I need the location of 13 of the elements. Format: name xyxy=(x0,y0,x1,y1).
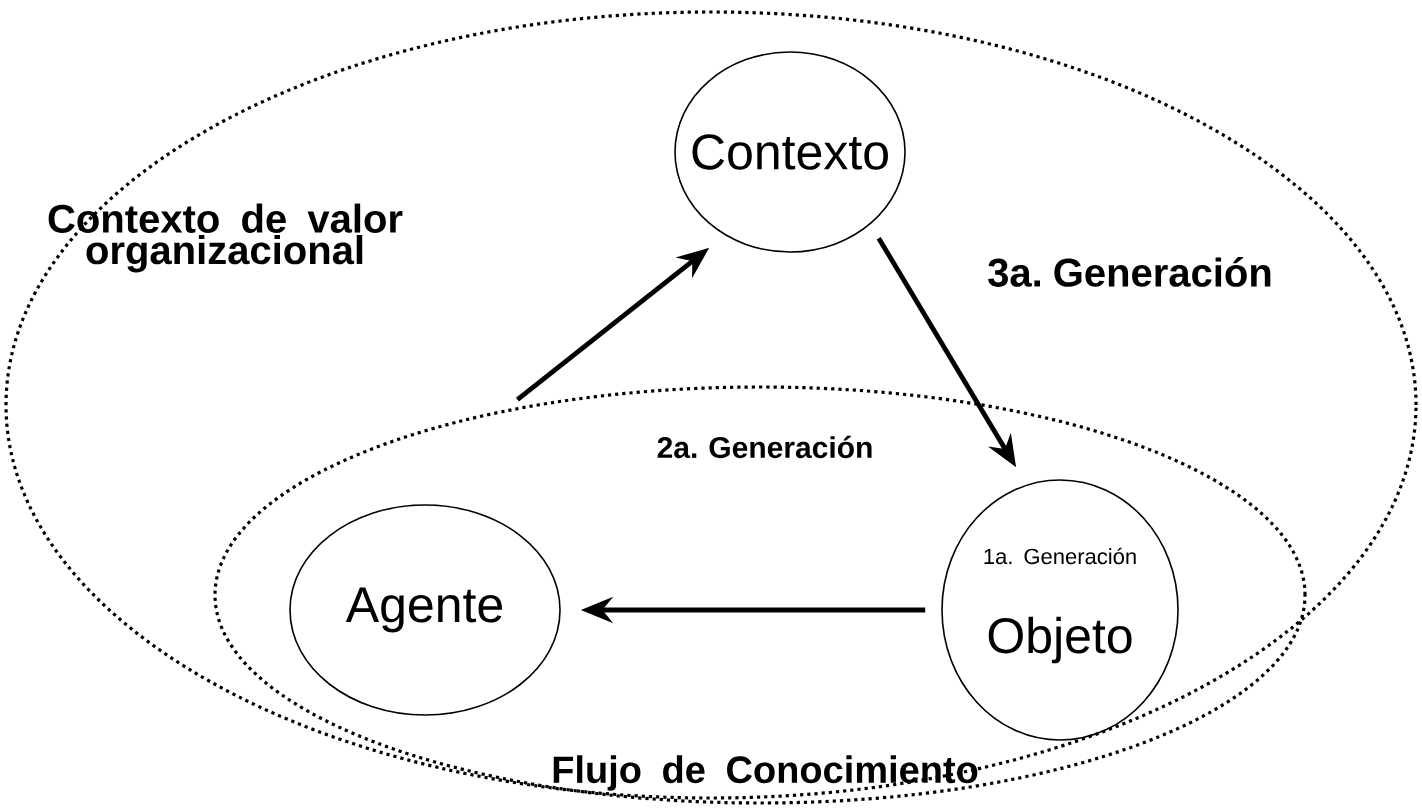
node-label: Agente xyxy=(345,587,502,633)
ellipse-node xyxy=(674,51,906,253)
ellipse-node xyxy=(941,479,1179,741)
region-label: Flujo de Conocimiento xyxy=(553,755,978,791)
stage-label: 3a. Generación xyxy=(988,257,1271,287)
dotted-ellipse xyxy=(213,385,1307,805)
region-label: Contexto de valor organizacional xyxy=(48,203,403,273)
node-label: Objeto xyxy=(988,616,1132,664)
stage-label: 1a. Generación xyxy=(984,547,1136,565)
ellipse-node xyxy=(289,504,561,716)
node-label: Contexto xyxy=(692,134,888,170)
dotted-ellipse xyxy=(4,10,1418,800)
stage-label: 2a. Generación xyxy=(657,435,872,459)
